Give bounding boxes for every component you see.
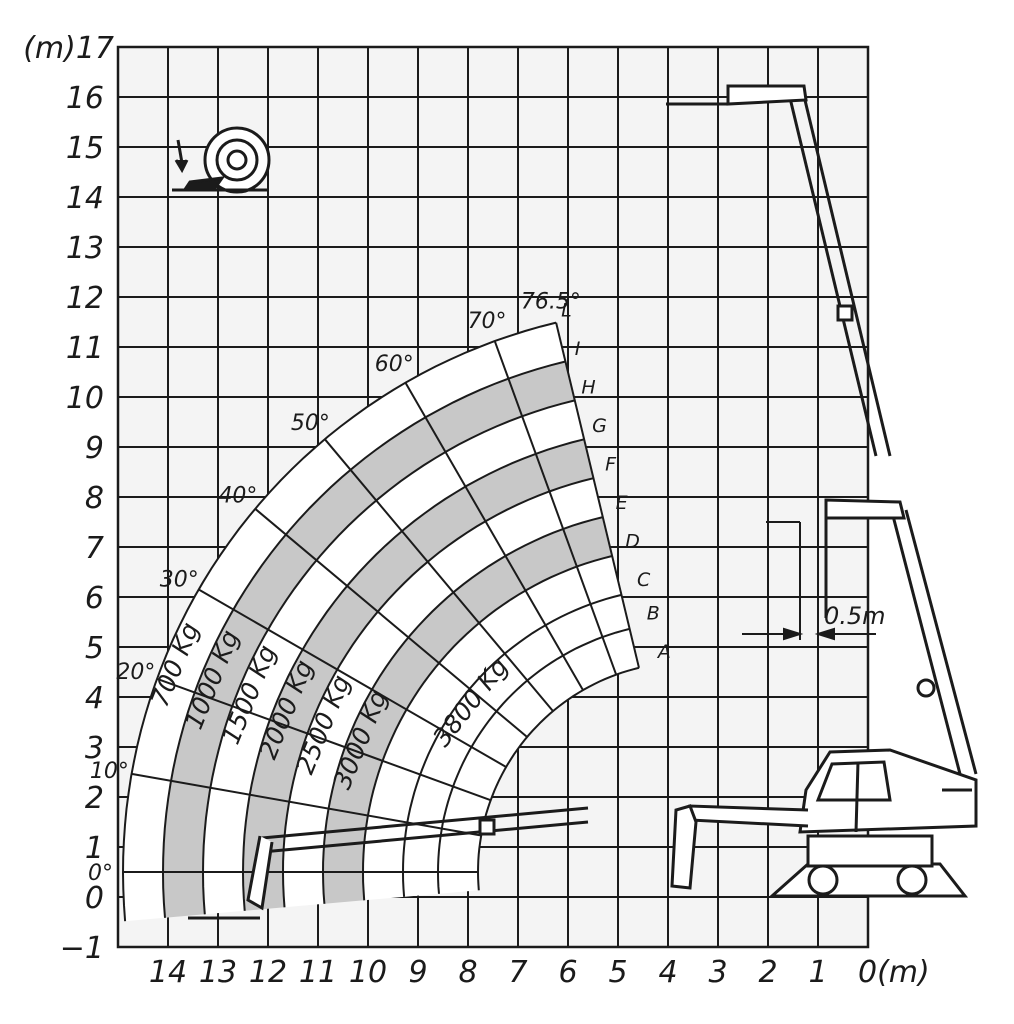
y-tick-label: 4 <box>85 681 104 716</box>
angle-line <box>254 508 528 738</box>
x-tick-label: 1 <box>808 955 827 990</box>
range-arc <box>121 321 557 922</box>
angle-line <box>324 438 554 712</box>
load-zone <box>203 400 585 915</box>
extension-mark: F <box>605 454 617 476</box>
x-tick-label: 14 <box>149 955 187 990</box>
boom-positions <box>188 84 978 920</box>
load-zone <box>243 439 594 911</box>
x-tick-label: 7 <box>508 955 527 990</box>
range-arc <box>476 666 640 891</box>
range-arc <box>161 360 566 918</box>
load-zone <box>123 322 566 922</box>
x-axis-unit-label: 0(m) <box>858 955 930 990</box>
y-tick-label: 11 <box>66 331 104 366</box>
extension-mark: I <box>575 338 581 360</box>
y-axis-unit-label: (m)17 <box>23 31 114 66</box>
x-tick-label: 8 <box>458 955 477 990</box>
x-tick-label: 11 <box>299 955 337 990</box>
range-lines <box>121 321 640 922</box>
boom-angle-label: 40° <box>218 483 257 508</box>
range-arc <box>401 593 622 897</box>
load-zone <box>363 556 639 901</box>
angle-line <box>555 322 640 669</box>
y-tick-label: 6 <box>85 581 104 616</box>
extension-mark: C <box>637 569 651 591</box>
extension-mark: D <box>625 530 640 552</box>
angle-line <box>404 382 584 691</box>
y-tick-label: 1 <box>85 831 104 866</box>
range-arc <box>361 555 613 901</box>
y-tick-label: 15 <box>66 131 104 166</box>
boom-angle-label: 0° <box>88 861 113 886</box>
y-tick-label: 5 <box>85 631 104 666</box>
angle-line <box>493 340 618 676</box>
angle-line <box>198 588 507 768</box>
extension-mark: A <box>656 641 671 663</box>
y-tick-label: 13 <box>66 231 104 266</box>
boom-angle-label: 10° <box>90 759 129 784</box>
y-tick-label: 2 <box>85 781 104 816</box>
dimension-annotation: 0.5m <box>742 521 886 641</box>
x-tick-label: 2 <box>758 955 777 990</box>
y-tick-label: 0 <box>85 881 104 916</box>
y-tick-label: 8 <box>85 481 104 516</box>
range-arc <box>241 438 585 911</box>
y-tick-label: 7 <box>85 531 104 566</box>
y-tick-label: 14 <box>66 181 104 216</box>
y-tick-label: 3 <box>85 731 104 766</box>
x-tick-label: 9 <box>408 955 427 990</box>
angle-line <box>156 677 492 802</box>
boom-angle-label: 20° <box>116 660 155 685</box>
extension-mark: E <box>616 492 628 514</box>
range-arc <box>281 477 594 908</box>
range-arc <box>321 516 604 904</box>
x-tick-label: 5 <box>608 955 627 990</box>
load-zone <box>283 478 603 908</box>
extension-mark: L <box>561 300 572 322</box>
telehandler-machine <box>670 748 978 898</box>
y-tick-label: 10 <box>66 381 104 416</box>
extension-mark: G <box>592 415 607 437</box>
x-tick-label: 13 <box>199 955 237 990</box>
extension-mark: H <box>581 377 595 399</box>
x-tick-label: 12 <box>249 955 287 990</box>
boom-angle-label: 30° <box>160 567 199 592</box>
x-tick-label: 3 <box>708 955 727 990</box>
y-tick-label: 9 <box>85 431 104 466</box>
extension-mark: B <box>647 602 660 624</box>
outrigger-wheel-icon <box>172 126 271 194</box>
range-arc <box>201 399 576 915</box>
y-tick-label: 16 <box>66 81 104 116</box>
y-tick-label: 12 <box>66 281 104 316</box>
x-tick-label: 10 <box>349 955 387 990</box>
load-zone <box>163 361 575 918</box>
boom-angle-label: 70° <box>468 309 507 334</box>
y-tick-label: −1 <box>60 931 104 966</box>
boom-angle-label: 76.5° <box>521 290 581 315</box>
angle-line <box>131 772 482 837</box>
boom-angle-label: 50° <box>291 411 330 436</box>
load-zones <box>123 322 639 922</box>
x-tick-label: 6 <box>558 955 577 990</box>
x-tick-label: 4 <box>658 955 677 990</box>
boom-angle-label: 60° <box>375 352 414 377</box>
load-zone <box>323 517 613 904</box>
dimension-label: 0.5m <box>824 602 886 630</box>
